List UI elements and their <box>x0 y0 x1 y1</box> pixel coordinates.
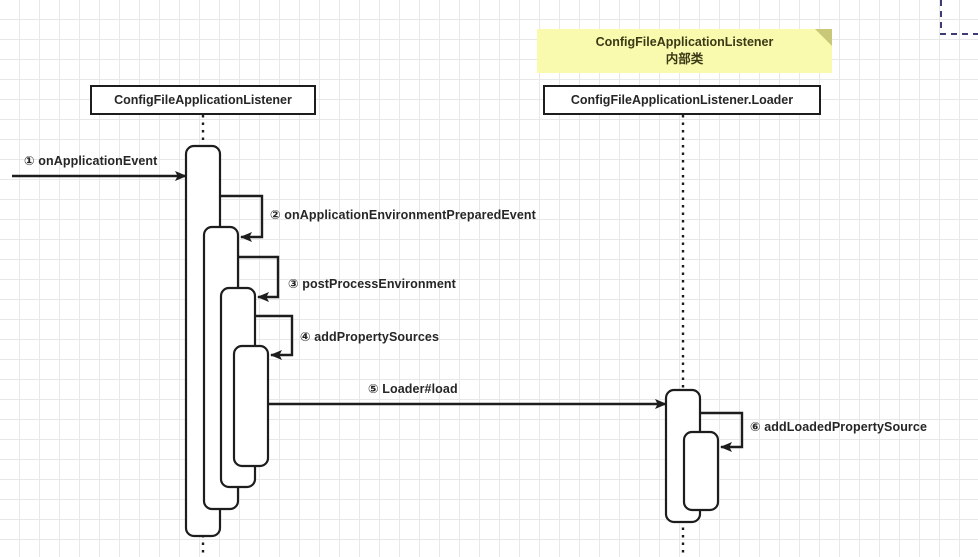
note-inner-class: ConfigFileApplicationListener 内部类 <box>537 29 832 73</box>
message-label-6: ⑥ addLoadedPropertySource <box>750 420 928 434</box>
note-fold-corner-icon <box>815 29 832 46</box>
message-label-2: ② onApplicationEnvironmentPreparedEvent <box>270 208 536 222</box>
message-label-5: ⑤ Loader#load <box>368 382 458 396</box>
message-arrow-2 <box>220 194 264 242</box>
participant-label-listener: ConfigFileApplicationListener <box>114 93 292 107</box>
message-arrow-4 <box>255 314 294 360</box>
activation-loader-depth1 <box>682 430 720 512</box>
activation-listener-depth3 <box>232 344 270 468</box>
note-line-2: 内部类 <box>665 52 704 66</box>
page-boundary-marker <box>940 0 978 35</box>
message-label-1: ① onApplicationEvent <box>24 154 158 168</box>
participant-header-listener[interactable]: ConfigFileApplicationListener <box>90 85 316 115</box>
message-label-4: ④ addPropertySources <box>300 330 440 344</box>
message-arrow-3 <box>238 255 280 302</box>
note-line-1: ConfigFileApplicationListener <box>595 35 774 50</box>
message-label-3: ③ postProcessEnvironment <box>288 277 456 291</box>
participant-label-loader: ConfigFileApplicationListener.Loader <box>570 93 794 107</box>
message-arrow-6 <box>700 411 744 452</box>
participant-header-loader[interactable]: ConfigFileApplicationListener.Loader <box>543 85 821 115</box>
